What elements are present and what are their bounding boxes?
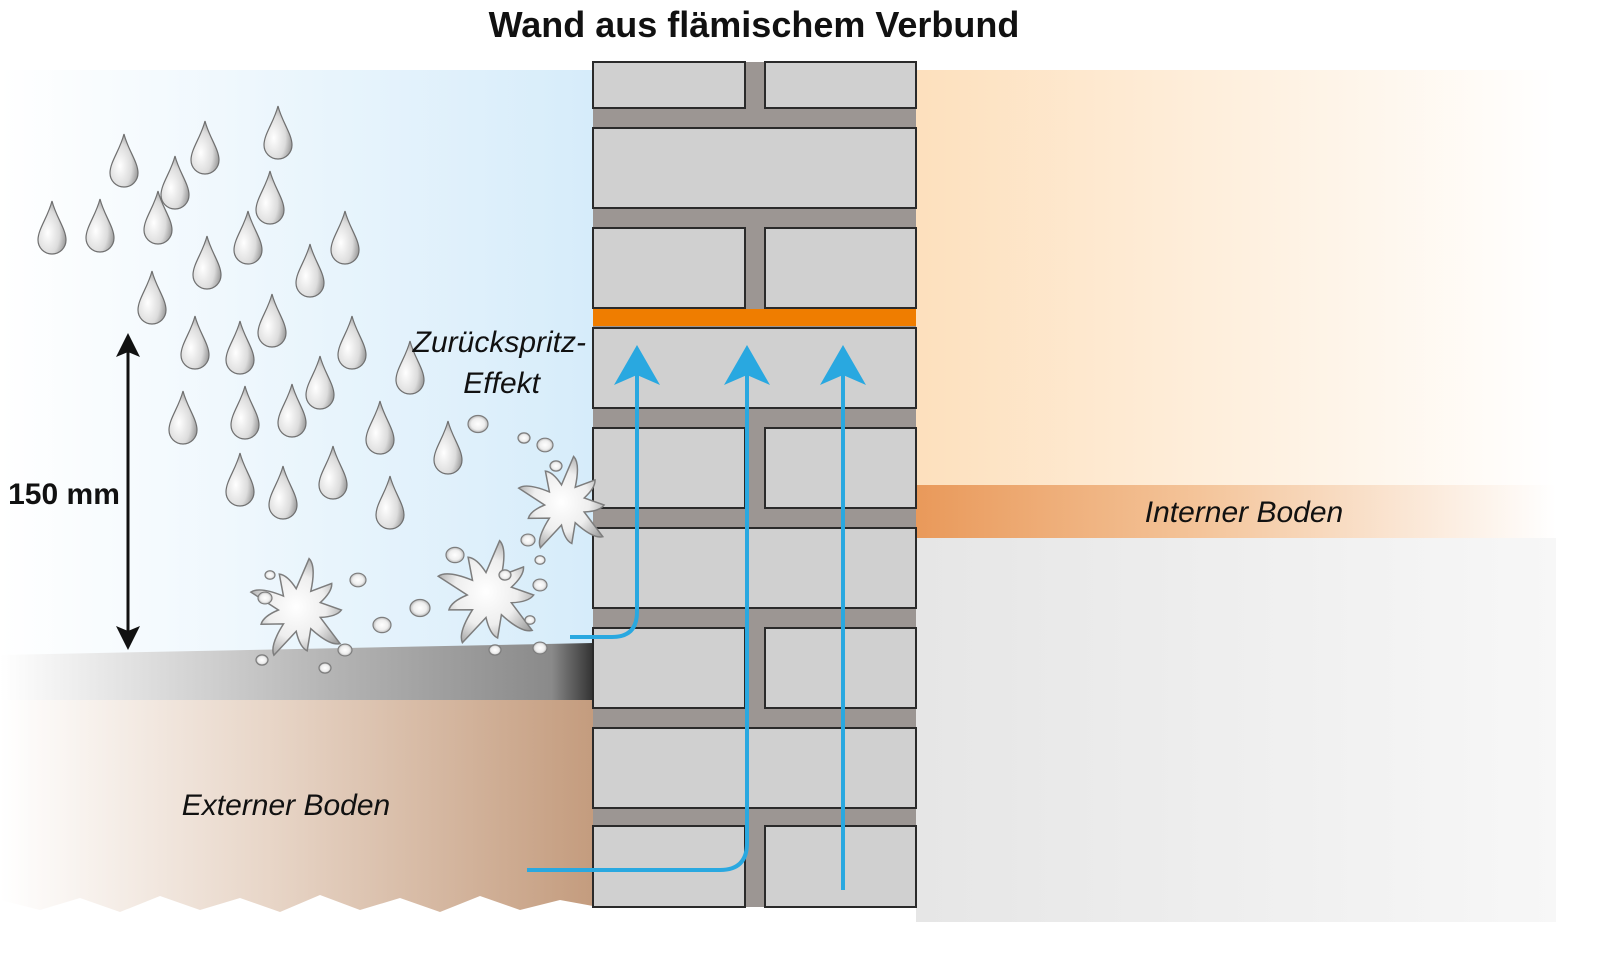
bricks (592, 61, 917, 908)
raindrop-icon (375, 475, 405, 530)
brick (764, 427, 917, 509)
internal-floor-label: Interner Boden (1145, 496, 1343, 529)
water-droplet (409, 598, 431, 618)
brick (764, 627, 917, 709)
raindrop-icon (192, 235, 222, 290)
raindrop-icon (37, 200, 67, 255)
height-label: 150 mm (8, 478, 120, 511)
damp-proof-course (593, 309, 916, 326)
water-droplet (349, 572, 367, 588)
brick (592, 61, 746, 109)
raindrop-icon (225, 320, 255, 375)
brick (592, 825, 746, 908)
raindrop-icon (160, 155, 190, 210)
water-droplet (445, 546, 465, 564)
raindrop-icon (230, 385, 260, 440)
splash-label-line2: Effekt (463, 367, 541, 400)
raindrop-icon (233, 210, 263, 265)
external-ground-label: Externer Boden (182, 789, 390, 822)
water-droplet (532, 578, 548, 592)
water-droplet (257, 591, 273, 605)
water-droplet (524, 615, 536, 625)
water-droplet (372, 616, 392, 634)
brick (764, 227, 917, 309)
raindrops (37, 105, 463, 530)
water-droplet (534, 555, 546, 565)
raindrop-icon (255, 170, 285, 225)
raindrop-icon (225, 452, 255, 507)
brick (764, 825, 917, 908)
water-splash-icon (517, 455, 606, 550)
moisture-arrows (527, 372, 845, 890)
raindrop-icon (85, 198, 115, 253)
brick-wall (592, 61, 917, 908)
raindrop-icon (143, 190, 173, 245)
arrowhead (820, 345, 866, 385)
raindrop-icon (168, 390, 198, 445)
brick (592, 227, 746, 309)
dimension-arrow-icon (116, 333, 140, 650)
arrowhead (724, 345, 770, 385)
water-droplet (532, 641, 548, 655)
page-title: Wand aus flämischem Verbund (489, 4, 1020, 45)
water-droplet (498, 569, 512, 581)
interior-lower-zone (916, 538, 1556, 922)
water-droplet (520, 533, 536, 547)
paving-surface (0, 643, 593, 700)
raindrop-icon (190, 120, 220, 175)
water-droplet (318, 662, 332, 674)
internal-floor-band (916, 485, 1556, 538)
raindrop-icon (257, 293, 287, 348)
splash-label-line1: Zurückspritz- (412, 326, 586, 359)
water-droplet (536, 437, 554, 453)
raindrop-icon (180, 315, 210, 370)
raindrop-icon (318, 445, 348, 500)
moisture-arrowheads (614, 345, 866, 385)
water-splash-icon (436, 539, 535, 645)
raindrop-icon (365, 400, 395, 455)
raindrop-icon (337, 315, 367, 370)
interior-upper-zone (916, 70, 1556, 485)
water-droplet (549, 460, 563, 472)
brick (592, 727, 917, 809)
moisture-arrow-icon (570, 372, 639, 639)
water-droplet (264, 570, 276, 580)
raindrop-icon (395, 340, 425, 395)
raindrop-icon (277, 383, 307, 438)
raindrop-icon (109, 133, 139, 188)
brick (764, 61, 917, 109)
moisture-arrow-icon (527, 372, 749, 872)
raindrop-icon (137, 270, 167, 325)
water-droplet (255, 654, 269, 666)
raindrop-icon (305, 355, 335, 410)
brick (592, 427, 746, 509)
rain-zone (0, 70, 593, 655)
splashes (249, 414, 606, 674)
raindrop-icon (263, 105, 293, 160)
arrowhead (614, 345, 660, 385)
brick (592, 527, 917, 609)
raindrop-icon (330, 210, 360, 265)
raindrop-icon (433, 420, 463, 475)
raindrop-icon (268, 465, 298, 520)
raindrop-icon (295, 243, 325, 298)
water-droplet (517, 432, 531, 444)
water-droplet (467, 414, 489, 434)
water-droplet (488, 644, 502, 656)
brick (592, 127, 917, 209)
external-ground (0, 700, 593, 912)
brick (592, 627, 746, 709)
water-splash-icon (249, 557, 343, 657)
water-droplet (337, 643, 353, 657)
